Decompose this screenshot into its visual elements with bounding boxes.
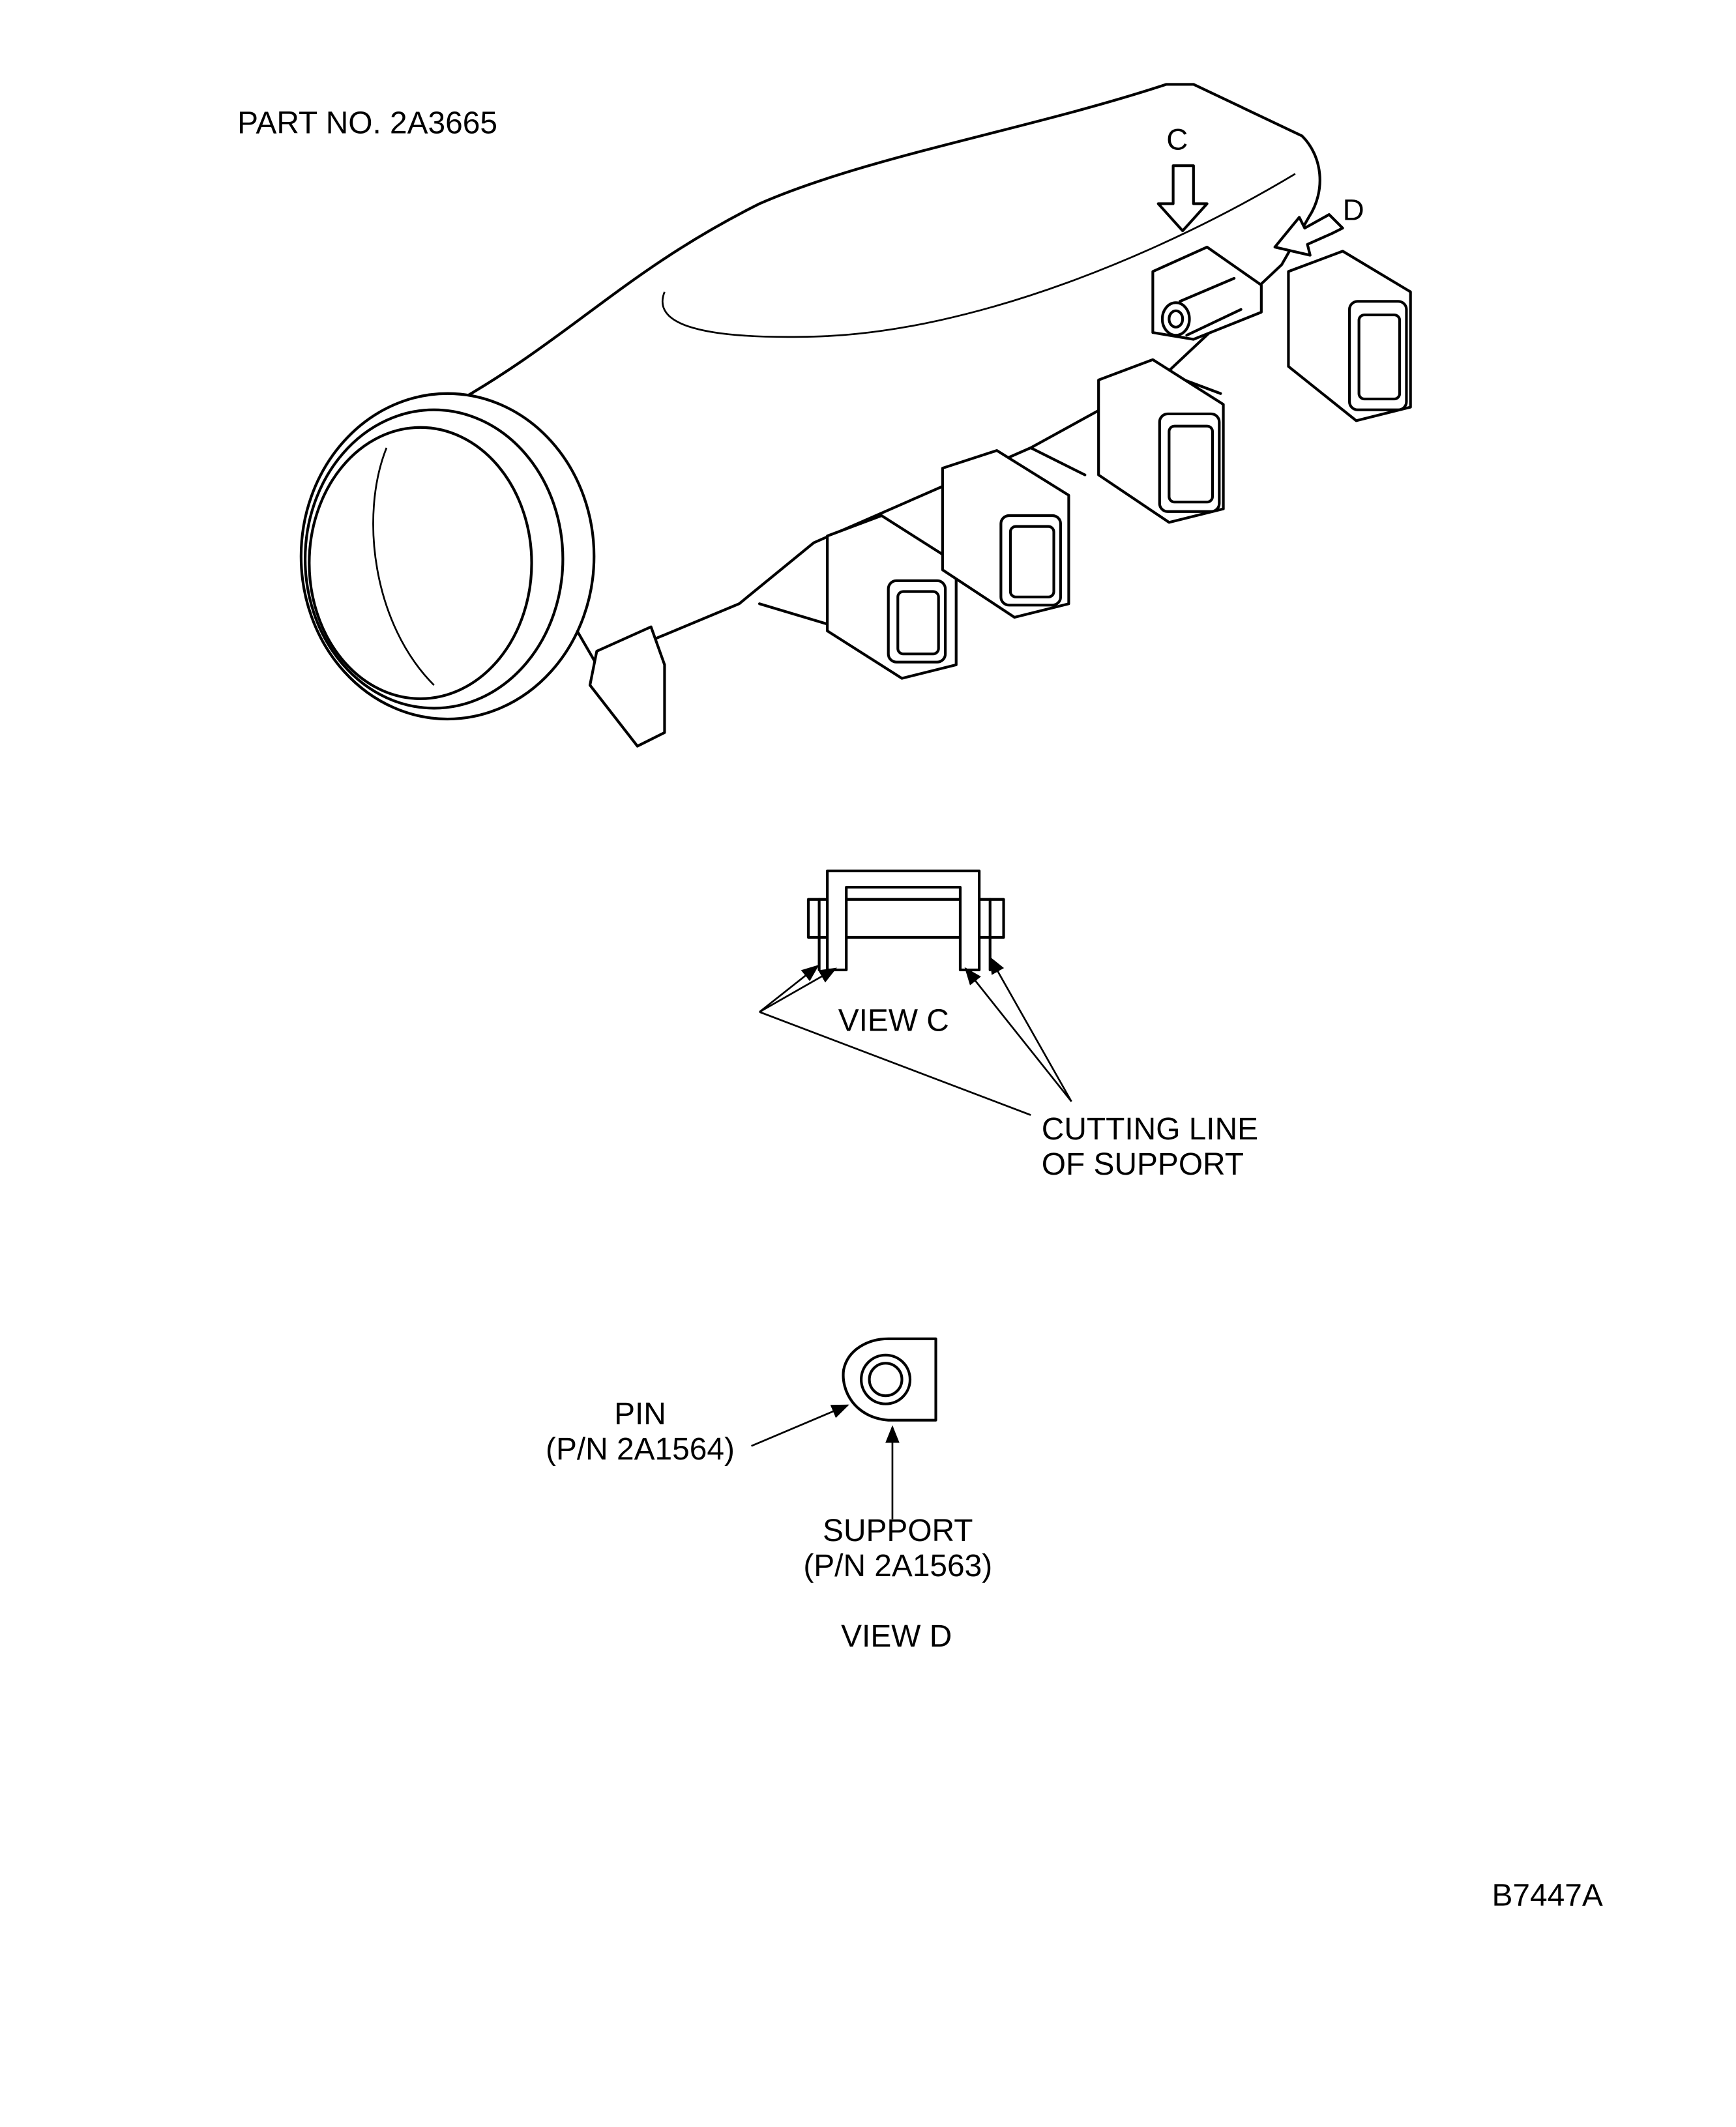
figure-id: B7447A — [1492, 1878, 1603, 1913]
runner-port — [826, 514, 958, 680]
support-label: SUPPORT — [823, 1514, 973, 1548]
view-c-detail: VIEW C CUTTING LINE OF SUPPORT — [759, 869, 1258, 1182]
inlet-ring — [299, 392, 596, 721]
mounting-tab — [588, 625, 666, 748]
view-c-arrow-label: C — [1166, 123, 1188, 156]
pin-label: PIN — [614, 1397, 666, 1431]
view-d-arrow-label: D — [1343, 193, 1364, 226]
view-c-arrow: C — [1156, 123, 1209, 233]
view-c-title: VIEW C — [838, 1004, 949, 1038]
runner-port — [1287, 250, 1412, 422]
cutting-line-label-2: OF SUPPORT — [1042, 1147, 1244, 1182]
support-part-number: (P/N 2A1563) — [803, 1549, 992, 1583]
support-bracket — [1151, 245, 1263, 341]
part-number-label: PART NO. 2A3665 — [237, 106, 497, 140]
runner-ports — [826, 250, 1412, 680]
view-d-detail: PIN (P/N 2A1564) SUPPORT (P/N 2A1563) VI… — [546, 1337, 992, 1654]
pin-part-number: (P/N 2A1564) — [546, 1432, 735, 1467]
view-d-arrow: D — [1273, 193, 1364, 257]
runner-port — [941, 449, 1070, 619]
view-d-title: VIEW D — [841, 1619, 952, 1654]
cutting-line-label: CUTTING LINE — [1042, 1112, 1258, 1147]
runner-port — [1097, 358, 1225, 524]
